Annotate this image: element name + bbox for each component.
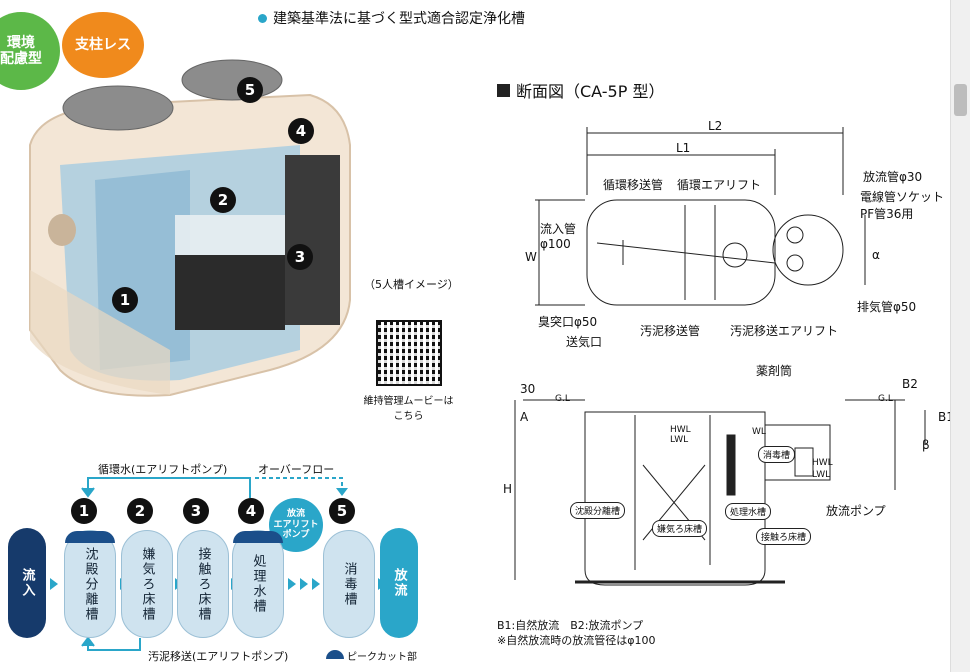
peak-legend-icon <box>326 650 344 659</box>
label-junkan-pipe: 循環移送管 <box>603 178 664 192</box>
label-air-inlet: 送気口 <box>566 335 603 349</box>
image-caption: （5人槽イメージ） <box>364 278 459 291</box>
chamber-disinfect: 消毒槽 <box>758 446 796 463</box>
tank-number-5: 5 <box>237 77 263 103</box>
lwl-right: LWL <box>812 470 831 480</box>
gl-left: G.L <box>555 394 570 404</box>
label-junkan-air: 循環エアリフト <box>677 178 762 192</box>
stage-tank-3: 接触ろ床槽 <box>177 530 229 638</box>
peak-cut-marker <box>65 531 115 543</box>
square-icon <box>497 83 510 97</box>
lwl-left: LWL <box>670 435 689 445</box>
scrollbar-thumb[interactable] <box>954 84 967 116</box>
plan-view-drawing <box>535 127 866 306</box>
stage-num-2: 2 <box>127 498 153 524</box>
hwl-right: HWL <box>812 458 833 468</box>
label-sludge-pipe: 汚泥移送管 <box>640 324 701 338</box>
dim-alpha: α <box>872 248 880 262</box>
arrow-4-5b <box>300 578 308 590</box>
arrow-4-5a <box>288 578 296 590</box>
dim-beta: β <box>922 438 930 452</box>
arrow-4-5c <box>312 578 320 590</box>
label-odor: 臭突口φ50 <box>538 315 598 329</box>
label-pump: 放流ポンプ <box>826 504 886 518</box>
stage-num-1: 1 <box>71 498 97 524</box>
dim-H: H <box>503 482 513 496</box>
label-yakuzai: 薬剤筒 <box>756 364 793 378</box>
chamber-contact: 接触ろ床槽 <box>756 528 812 545</box>
label-sludge-air: 汚泥移送エアリフト <box>730 324 839 338</box>
qr-code[interactable] <box>376 320 442 386</box>
eco-badge: 環境 配慮型 <box>0 12 60 90</box>
flow-arrows <box>81 477 348 651</box>
peak-legend-label: ピークカット部 <box>347 652 417 663</box>
dim-A: A <box>520 410 529 424</box>
cross-section-drawing <box>514 399 926 586</box>
dim-L2: L2 <box>708 119 723 133</box>
bullet-certification: 建築基準法に基づく型式適合認定浄化槽 <box>258 8 525 28</box>
stage-tank-5: 消毒槽 <box>323 530 375 638</box>
overflow-label: オーバーフロー <box>258 463 335 476</box>
label-exhaust: 排気管φ50 <box>857 300 917 314</box>
stage-tank-2: 嫌気ろ床槽 <box>121 530 173 638</box>
tank-number-1: 1 <box>112 287 138 313</box>
qr-caption: 維持管理ムービーは こちら <box>363 396 454 422</box>
stage-num-3: 3 <box>183 498 209 524</box>
dim-B2: B2 <box>902 377 918 391</box>
stage-num-4: 4 <box>238 498 264 524</box>
label-socket: 電線管ソケット PF管36用 <box>860 190 945 221</box>
dim-L1: L1 <box>676 141 691 155</box>
sludge-label: 汚泥移送(エアリフトポンプ) <box>148 650 289 663</box>
label-discharge-pipe: 放流管φ30 <box>863 170 923 184</box>
chamber-sediment: 沈殿分離槽 <box>570 502 626 519</box>
tank-number-4: 4 <box>288 118 314 144</box>
inflow-pill: 流入 <box>8 528 46 638</box>
label-inflow-pipe: 流入管 φ100 <box>540 222 577 251</box>
stage-tank-4: 処理水槽 <box>232 530 284 638</box>
vertical-scrollbar[interactable] <box>950 0 970 672</box>
dim-30: 30 <box>520 382 536 396</box>
peak-cut-marker <box>233 531 283 543</box>
no-pillar-badge: 支柱レス <box>62 12 144 78</box>
arrow-inflow <box>50 578 58 590</box>
tank-number-3: 3 <box>287 244 313 270</box>
dim-W: W <box>525 250 537 264</box>
wl-mid: WL <box>752 427 766 437</box>
note-1: B1:自然放流 B2:放流ポンプ <box>497 619 644 632</box>
tank-number-2: 2 <box>210 187 236 213</box>
recirc-label: 循環水(エアリフトポンプ) <box>98 463 228 476</box>
stage-tank-1: 沈殿分離槽 <box>64 530 116 638</box>
outflow-pill: 放流 <box>380 528 418 638</box>
gl-right: G.L <box>878 394 893 404</box>
tank-3d-illustration <box>29 59 351 397</box>
dim-B1: B1 <box>938 410 954 424</box>
chamber-anaerobic: 嫌気ろ床槽 <box>652 520 708 537</box>
section-title: 断面図（CA-5P 型） <box>497 78 664 102</box>
note-2: ※自然放流時の放流管径はφ100 <box>497 634 656 647</box>
hwl-left: HWL <box>670 425 691 435</box>
stage-num-5: 5 <box>329 498 355 524</box>
chamber-treated: 処理水槽 <box>725 503 772 520</box>
bullet-dot-icon <box>258 13 267 23</box>
